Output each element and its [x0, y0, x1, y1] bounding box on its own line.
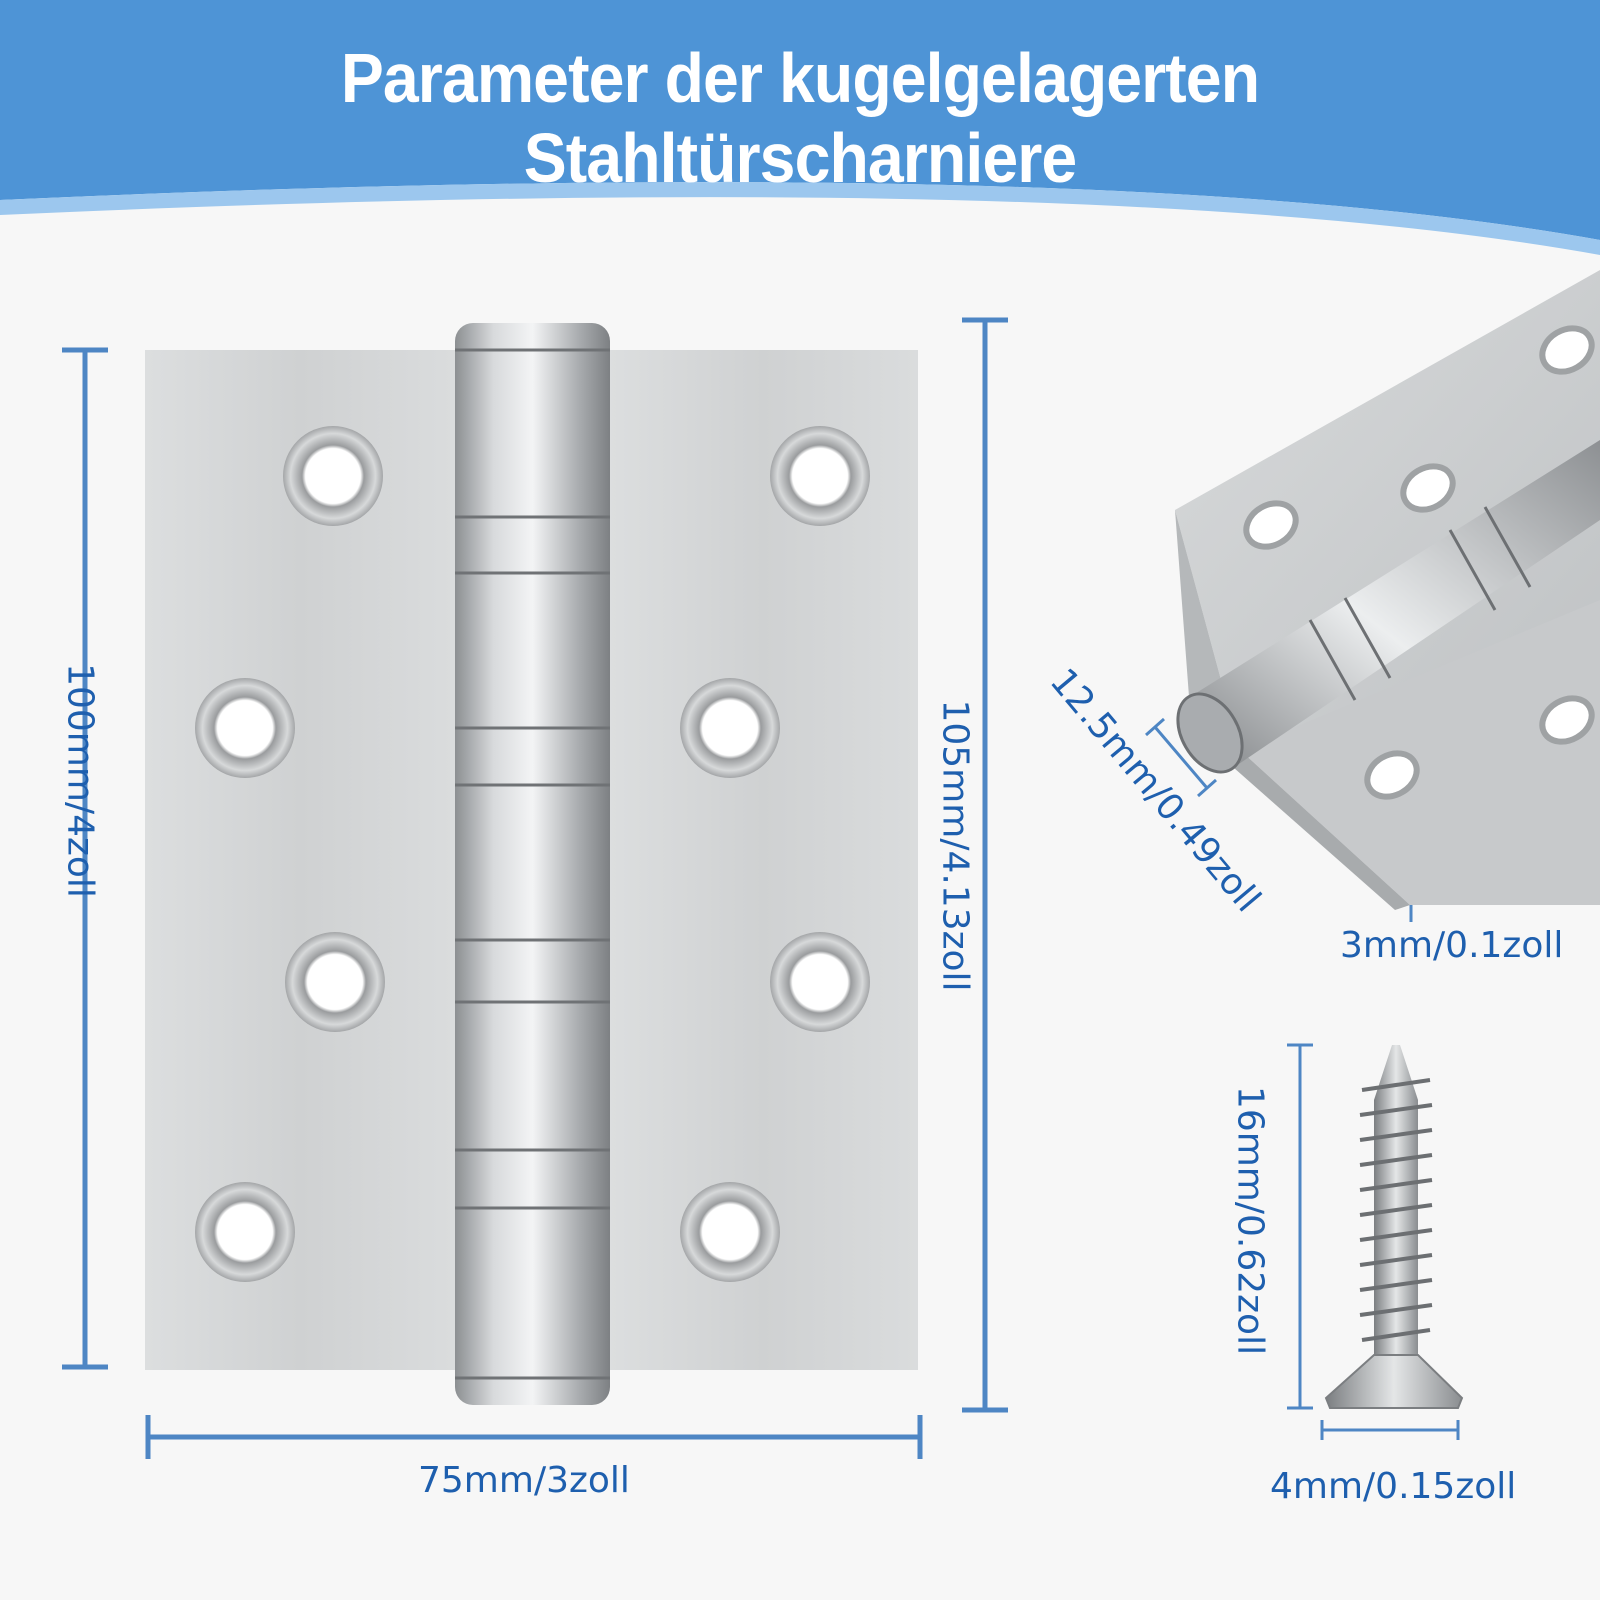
screw-length-label: 16mm/0.62zoll [1229, 1085, 1271, 1356]
plate-height-label: 100mm/4zoll [59, 663, 101, 898]
thickness-label: 3mm/0.1zoll [1340, 925, 1564, 966]
page-title: Parameter der kugelgelagerten Stahltürsc… [340, 39, 1260, 197]
total-height-label: 105mm/4.13zoll [934, 699, 976, 992]
title-banner [0, 0, 1600, 260]
width-label: 75mm/3zoll [418, 1460, 630, 1501]
banner-wave [0, 0, 1600, 255]
screw-diameter-label: 4mm/0.15zoll [1270, 1466, 1517, 1507]
